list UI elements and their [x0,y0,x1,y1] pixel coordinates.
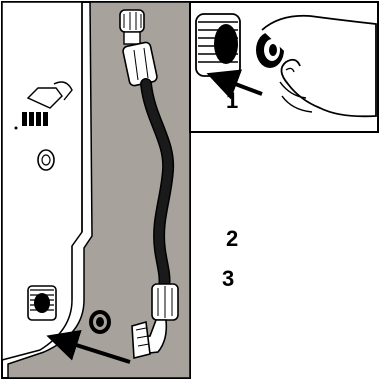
step-1-number: 1 [226,90,238,112]
small-port-icon [38,150,54,170]
step-2-number: 2 [226,228,238,250]
threaded-inlet-icon [196,14,240,76]
seal-washer-icon [89,310,111,334]
threaded-inlet-icon [28,286,56,320]
step-1-panel [190,2,378,132]
step-3-number: 3 [222,268,234,290]
